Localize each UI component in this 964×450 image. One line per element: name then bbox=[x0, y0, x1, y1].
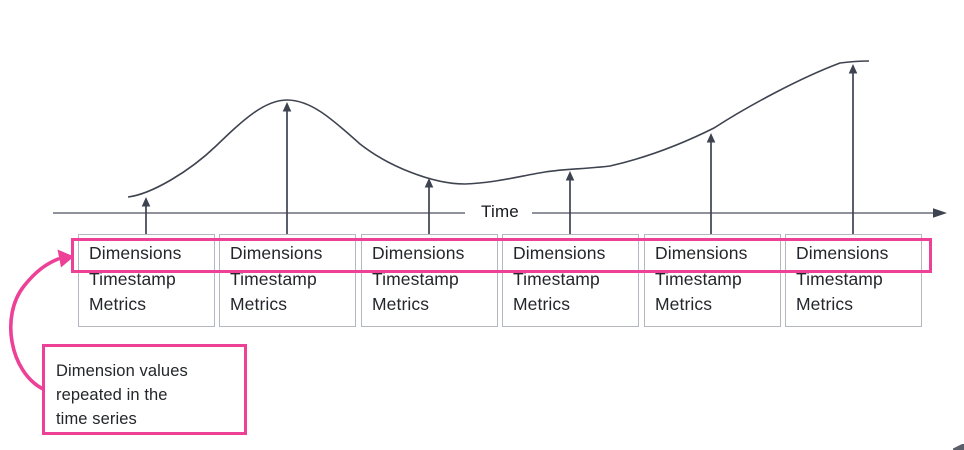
time-series-curve bbox=[127, 60, 870, 198]
data-point-arrow bbox=[282, 102, 292, 234]
callout-arrowhead-icon bbox=[57, 249, 74, 268]
data-point-arrow bbox=[424, 178, 434, 234]
record-metrics-label: Metrics bbox=[89, 294, 147, 314]
record-metrics-label: Metrics bbox=[796, 294, 854, 314]
arrow-up-icon bbox=[565, 171, 575, 181]
dimensions-highlight-box bbox=[71, 238, 932, 273]
record-box: Dimensions Timestamp Metrics bbox=[219, 234, 356, 327]
record-box: Dimensions Timestamp Metrics bbox=[785, 234, 922, 327]
callout-box: Dimension values repeated in the time se… bbox=[42, 344, 247, 435]
time-axis-arrowhead-icon bbox=[933, 208, 947, 218]
record-timestamp-label: Timestamp bbox=[513, 268, 600, 289]
record-timestamp-label: Timestamp bbox=[655, 268, 742, 289]
arrow-up-icon bbox=[848, 64, 858, 74]
arrow-up-icon bbox=[141, 197, 151, 207]
callout-text-line: repeated in the bbox=[56, 386, 168, 404]
arrow-up-icon bbox=[706, 133, 716, 143]
data-point-arrow bbox=[706, 133, 716, 234]
record-box: Dimensions Timestamp Metrics bbox=[361, 234, 498, 327]
callout-arrow bbox=[9, 257, 60, 391]
record-dimensions-label: Dimensions bbox=[372, 243, 465, 263]
record-metrics-label: Metrics bbox=[655, 294, 713, 314]
record-box: Dimensions Timestamp Metrics bbox=[78, 234, 215, 327]
record-timestamp-label: Timestamp bbox=[89, 268, 176, 289]
record-timestamp-label: Timestamp bbox=[230, 268, 317, 289]
data-point-arrow bbox=[848, 64, 858, 234]
corner-artifact bbox=[953, 444, 964, 450]
record-box: Dimensions Timestamp Metrics bbox=[644, 234, 781, 327]
record-dimensions-label: Dimensions bbox=[513, 243, 606, 263]
record-metrics-label: Metrics bbox=[513, 294, 571, 314]
record-dimensions-label: Dimensions bbox=[230, 243, 323, 263]
data-point-arrow bbox=[565, 171, 575, 234]
data-point-arrow bbox=[141, 197, 151, 234]
record-dimensions-label: Dimensions bbox=[89, 243, 182, 263]
callout-text-line: Dimension values bbox=[56, 362, 188, 380]
arrow-up-icon bbox=[424, 178, 434, 188]
record-box: Dimensions Timestamp Metrics bbox=[502, 234, 639, 327]
record-metrics-label: Metrics bbox=[230, 294, 288, 314]
record-timestamp-label: Timestamp bbox=[796, 268, 883, 289]
callout-text-line: time series bbox=[56, 410, 137, 428]
record-metrics-label: Metrics bbox=[372, 294, 430, 314]
arrow-up-icon bbox=[282, 102, 292, 112]
record-dimensions-label: Dimensions bbox=[796, 243, 889, 263]
record-timestamp-label: Timestamp bbox=[372, 268, 459, 289]
record-dimensions-label: Dimensions bbox=[655, 243, 748, 263]
time-axis-label: Time bbox=[481, 202, 519, 221]
